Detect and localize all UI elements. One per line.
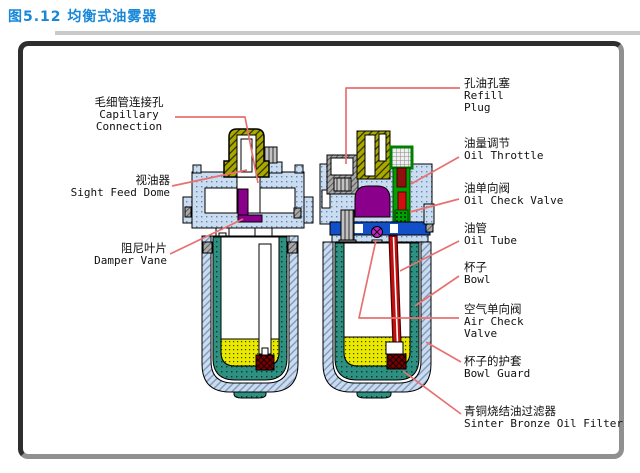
left-head-window-left	[204, 187, 238, 214]
refill-port-slots	[333, 177, 352, 192]
figure-title: 图5.12 均衡式油雾器	[8, 9, 158, 25]
port-strip-notch-2	[390, 224, 398, 233]
label-bowl: 杯子 Bowl	[464, 261, 491, 286]
left-guard-clamp-left	[202, 241, 213, 254]
air-check-valve-cross	[372, 227, 382, 237]
mist-generator-dome	[354, 185, 391, 218]
filter-collar	[385, 341, 404, 355]
label-air-check-valve: 空气单向阀 Air Check Valve	[464, 303, 524, 341]
callout-bowl	[414, 275, 460, 307]
label-bowl-en: Bowl	[464, 272, 491, 286]
right-lubricator-section	[319, 130, 435, 399]
label-sight-feed-dome-en: Sight Feed Dome	[70, 185, 170, 199]
callout-oil-check-valve	[409, 198, 460, 213]
label-capillary-connection-en1: Capillary	[99, 107, 159, 121]
oil-check-valve-core	[397, 191, 407, 211]
label-oil-check-valve: 油单向阀 Oil Check Valve	[464, 182, 563, 207]
label-refill-plug: 孔油孔塞 Refill Plug	[464, 77, 510, 115]
refill-port-cavity	[330, 157, 354, 176]
label-capillary-connection-zh: 毛细管连接孔	[94, 95, 164, 109]
label-sight-feed-dome: 视油器 Sight Feed Dome	[60, 174, 170, 199]
label-air-check-valve-en2: Valve	[464, 327, 498, 340]
left-lubricator-section	[182, 128, 314, 399]
left-suction-tube	[258, 243, 272, 355]
port-strip-notch-1	[350, 224, 363, 233]
left-flange-bolt-right	[293, 207, 302, 219]
left-sinter-filter	[255, 354, 275, 371]
pipe-stub	[340, 209, 355, 241]
label-bowl-zh: 杯子	[464, 260, 487, 274]
callout-air-check-valve	[358, 239, 459, 319]
callout-oil-throttle	[410, 156, 460, 185]
callout-capillary-connection	[175, 116, 259, 184]
label-bowl-guard-zh: 杯子的护套	[464, 354, 522, 368]
label-damper-vane-zh: 阻尼叶片	[121, 241, 167, 255]
label-capillary-connection: 毛细管连接孔 Capillary Connection	[86, 96, 172, 134]
right-bowl-foot	[356, 391, 392, 399]
label-sinter-bronze-oil-filter-zh: 青铜烧结油过滤器	[464, 404, 556, 418]
label-oil-check-valve-zh: 油单向阀	[464, 181, 510, 195]
right-head-left-window	[321, 189, 331, 209]
refill-plug-slot	[378, 133, 387, 162]
label-oil-throttle-zh: 油量调节	[464, 136, 510, 150]
callout-sinter-filter	[402, 370, 462, 415]
oil-tube-bore	[392, 236, 399, 343]
right-sinter-filter	[386, 353, 407, 370]
label-damper-vane-en: Damper Vane	[94, 253, 167, 267]
label-refill-plug-en1: Refill	[464, 88, 504, 102]
label-sinter-bronze-oil-filter-en: Sinter Bronze Oil Filter	[464, 416, 623, 430]
label-oil-tube-zh: 油管	[464, 221, 487, 235]
left-head-top-tab-right	[294, 164, 304, 174]
label-oil-throttle-en: Oil Throttle	[464, 148, 544, 162]
callout-damper-vane	[169, 218, 244, 255]
left-head-window-right	[259, 187, 296, 214]
oil-check-valve-seat	[394, 209, 409, 223]
callout-bowl-guard	[425, 341, 462, 363]
label-damper-vane: 阻尼叶片 Damper Vane	[60, 242, 167, 267]
label-oil-tube-en: Oil Tube	[464, 233, 517, 247]
left-bowl-foot	[233, 391, 267, 399]
label-refill-plug-zh: 孔油孔塞	[464, 76, 510, 90]
left-head-top-tab-left	[192, 164, 202, 174]
callout-lines	[169, 87, 462, 415]
left-flange-bolt-left	[184, 206, 192, 218]
oil-throttle-needle	[396, 167, 407, 188]
figure-frame	[18, 41, 624, 459]
callout-oil-tube	[399, 240, 460, 272]
oil-throttle-knob	[389, 145, 414, 170]
label-capillary-connection-en2: Connection	[95, 120, 163, 133]
title-divider-rule	[55, 31, 640, 35]
left-guard-clamp-right	[287, 241, 298, 254]
damper-vane-stem	[237, 188, 249, 218]
callout-sight-feed-dome	[171, 169, 248, 187]
label-sinter-bronze-oil-filter: 青铜烧结油过滤器 Sinter Bronze Oil Filter	[464, 405, 623, 430]
damper-vane-base	[237, 214, 263, 223]
label-bowl-guard-en: Bowl Guard	[464, 366, 531, 380]
label-oil-throttle: 油量调节 Oil Throttle	[464, 137, 543, 162]
label-bowl-guard: 杯子的护套 Bowl Guard	[464, 355, 530, 380]
callout-refill-plug	[345, 87, 460, 164]
label-air-check-valve-zh: 空气单向阀	[464, 302, 522, 316]
label-sight-feed-dome-zh: 视油器	[135, 173, 171, 187]
label-oil-tube: 油管 Oil Tube	[464, 222, 517, 247]
label-oil-check-valve-en: Oil Check Valve	[464, 193, 564, 207]
refill-plug-channel	[364, 134, 376, 177]
right-flange-bolt	[425, 223, 434, 233]
label-air-check-valve-en1: Air Check	[464, 314, 524, 328]
label-refill-plug-en2: Plug	[464, 101, 491, 114]
left-head-flange-right	[303, 196, 314, 224]
